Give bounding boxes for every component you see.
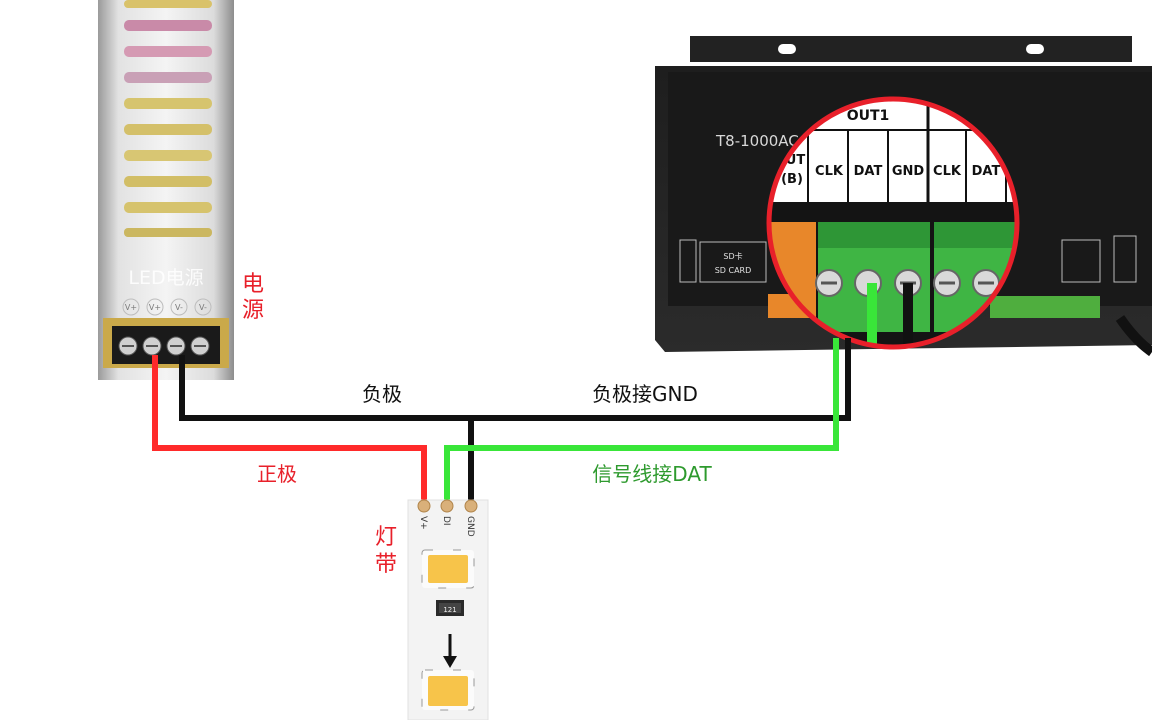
power-supply-caption: 源 bbox=[242, 298, 264, 323]
arrow-head-icon bbox=[443, 656, 457, 668]
port-label-box bbox=[1061, 239, 1101, 283]
power-port-label bbox=[679, 239, 697, 283]
strip-pad bbox=[417, 499, 431, 513]
led-strip-caption: 灯 bbox=[375, 525, 397, 550]
power-cable bbox=[1115, 315, 1152, 357]
sd-slot-label: SD CARD bbox=[715, 266, 752, 275]
strip-pin-label: V+ bbox=[418, 516, 428, 530]
green-terminal-strip bbox=[990, 296, 1100, 318]
sd-slot-label: SD卡 bbox=[723, 251, 742, 261]
power-supply-body bbox=[98, 0, 234, 380]
signal-wire bbox=[444, 338, 839, 500]
pin-label-clk: CLK bbox=[815, 164, 844, 179]
pin-label-dat: DAT bbox=[972, 164, 1001, 179]
terminal-label: V- bbox=[199, 303, 207, 312]
resistor-label: 121 bbox=[443, 606, 456, 614]
led-strip: V+ DI GND 121 灯 带 bbox=[375, 499, 489, 720]
pin-label-gnd: GND bbox=[892, 164, 925, 179]
zoom-left-label: (B) bbox=[781, 172, 803, 187]
terminal-label: V+ bbox=[149, 303, 161, 312]
negative-wire-label: 负极 bbox=[362, 382, 402, 406]
mount-hole bbox=[1026, 44, 1044, 54]
mount-hole bbox=[778, 44, 796, 54]
strip-pad bbox=[440, 499, 454, 513]
power-supply-caption: 电 bbox=[242, 272, 264, 297]
controller-mount-plate bbox=[690, 36, 1132, 62]
power-supply-terminal-block bbox=[103, 318, 229, 368]
wires bbox=[152, 338, 851, 500]
power-supply-brand: LED电源 bbox=[128, 267, 203, 289]
positive-wire-label: 正极 bbox=[257, 462, 297, 486]
zoom-header: OUT1 bbox=[847, 108, 890, 124]
pin-label-dat: DAT bbox=[854, 164, 883, 179]
negative-wire bbox=[179, 338, 851, 421]
pin-label-clk: CLK bbox=[933, 164, 962, 179]
sd-card-slot bbox=[699, 241, 767, 283]
power-supply: LED电源 V+ V+ V- V- 电 源 bbox=[98, 0, 264, 380]
controller-model: T8-1000AC bbox=[715, 132, 799, 150]
zoom-circle bbox=[766, 96, 1020, 350]
terminal-label: V- bbox=[175, 303, 183, 312]
terminal-label: V+ bbox=[125, 303, 137, 312]
led-strip-caption: 带 bbox=[375, 552, 397, 577]
led-chip bbox=[428, 555, 468, 583]
power-supply-vents bbox=[124, 0, 212, 237]
strip-pin-label: DI bbox=[441, 516, 451, 526]
signal-wire-label: 信号线接DAT bbox=[592, 462, 712, 486]
led-chip bbox=[428, 676, 468, 706]
positive-wire bbox=[152, 355, 427, 500]
negative-to-gnd-label: 负极接GND bbox=[592, 382, 698, 406]
strip-pin-label: GND bbox=[465, 516, 475, 537]
ac-label-box bbox=[1113, 235, 1137, 283]
strip-pad bbox=[464, 499, 478, 513]
power-supply-terminal-marks: V+ V+ V- V- bbox=[122, 298, 212, 316]
